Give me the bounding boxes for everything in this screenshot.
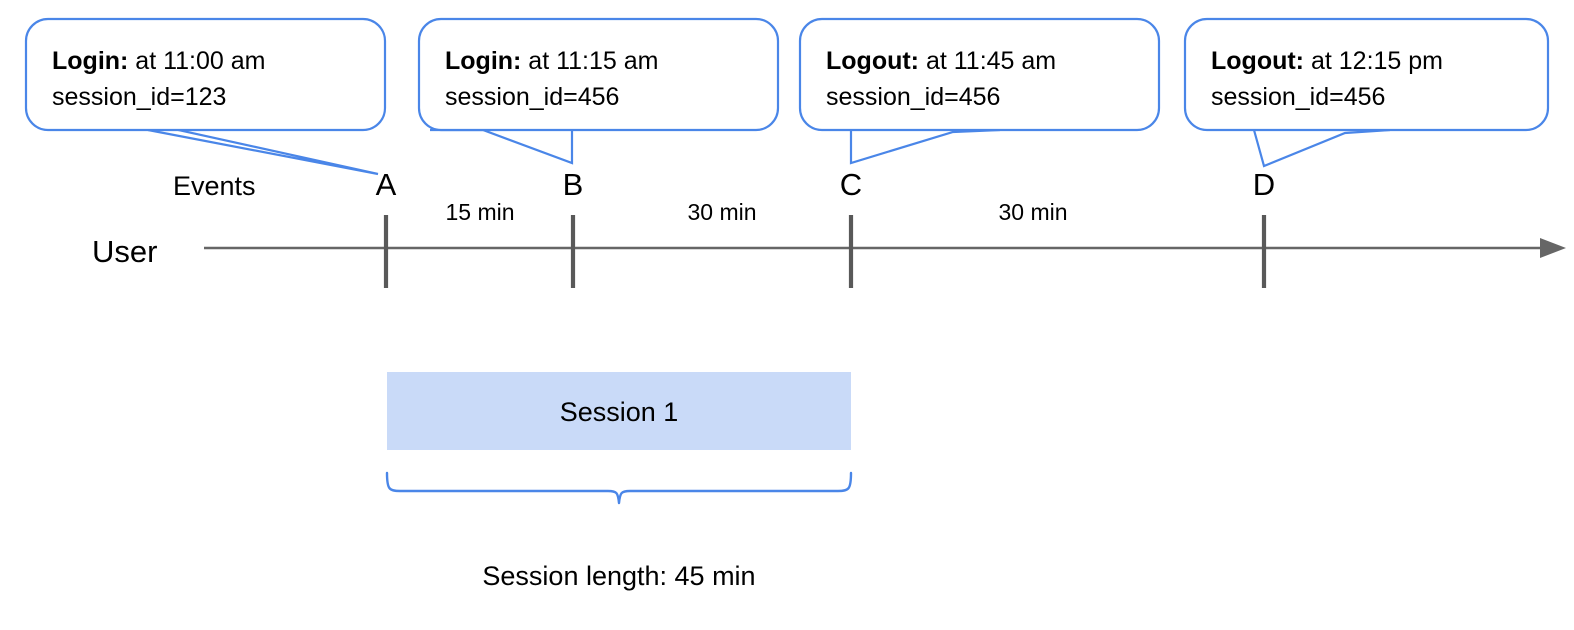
callout-c-line1: Logout: at 11:45 am xyxy=(826,47,1056,75)
callout-a-line1: Login: at 11:00 am xyxy=(52,47,265,75)
callout-b-line1: Login: at 11:15 am xyxy=(445,47,658,75)
tick-label-a: A xyxy=(376,167,397,202)
session-bar xyxy=(387,372,851,450)
callout-c-tail xyxy=(849,128,1001,165)
duration-label-b-c: 30 min xyxy=(687,199,756,225)
duration-label-c-d: 30 min xyxy=(998,199,1067,225)
callout-c-line2: session_id=456 xyxy=(826,83,1000,111)
duration-label-a-b: 15 min xyxy=(445,199,514,225)
callout-d-time: at 12:15 pm xyxy=(1304,47,1443,75)
callout-d-line1: Logout: at 12:15 pm xyxy=(1211,47,1443,75)
callout-a-lead: Login: xyxy=(52,47,128,75)
callout-a-time: at 11:00 am xyxy=(128,47,265,75)
callout-login-a[interactable]: Login: at 11:00 am session_id=123 xyxy=(24,17,387,176)
session-span-brace xyxy=(385,471,853,505)
callout-logout-c[interactable]: Logout: at 11:45 am session_id=456 xyxy=(798,17,1161,165)
session-bar-group[interactable]: Session 1 xyxy=(387,372,851,450)
tick-label-b: B xyxy=(563,167,584,202)
callout-d-box xyxy=(1183,17,1550,132)
callout-a-line2: session_id=123 xyxy=(52,83,226,111)
callout-b-time: at 11:15 am xyxy=(521,47,658,75)
callout-d-tail xyxy=(1252,128,1391,168)
callout-c-time: at 11:45 am xyxy=(919,47,1056,75)
callout-b-lead: Login: xyxy=(445,47,521,75)
user-row-label: User xyxy=(92,234,157,269)
duration-labels: 15 min 30 min 30 min xyxy=(445,199,1067,225)
callout-logout-d[interactable]: Logout: at 12:15 pm session_id=456 xyxy=(1183,17,1550,168)
callout-c-box xyxy=(798,17,1161,132)
callout-a-box xyxy=(24,17,387,132)
callout-d-lead: Logout: xyxy=(1211,47,1304,75)
tick-label-c: C xyxy=(840,167,862,202)
callout-b-box xyxy=(417,17,780,132)
callout-login-b[interactable]: Login: at 11:15 am session_id=456 xyxy=(417,17,780,165)
callout-a-tail xyxy=(132,118,379,176)
tick-label-d: D xyxy=(1253,167,1275,202)
timeline-ticks xyxy=(383,215,1267,288)
axis-arrow-icon xyxy=(1540,238,1566,258)
timeline-tick-labels: A B C D xyxy=(376,167,1276,202)
session-length-caption: Session length: 45 min xyxy=(482,561,755,591)
callout-d-line2: session_id=456 xyxy=(1211,83,1385,111)
events-row-label: Events xyxy=(173,171,256,201)
callout-b-line2: session_id=456 xyxy=(445,83,619,111)
callout-c-lead: Logout: xyxy=(826,47,919,75)
session-bar-label: Session 1 xyxy=(560,397,679,427)
timeline-axis xyxy=(204,238,1566,258)
callout-b-tail xyxy=(430,128,574,165)
